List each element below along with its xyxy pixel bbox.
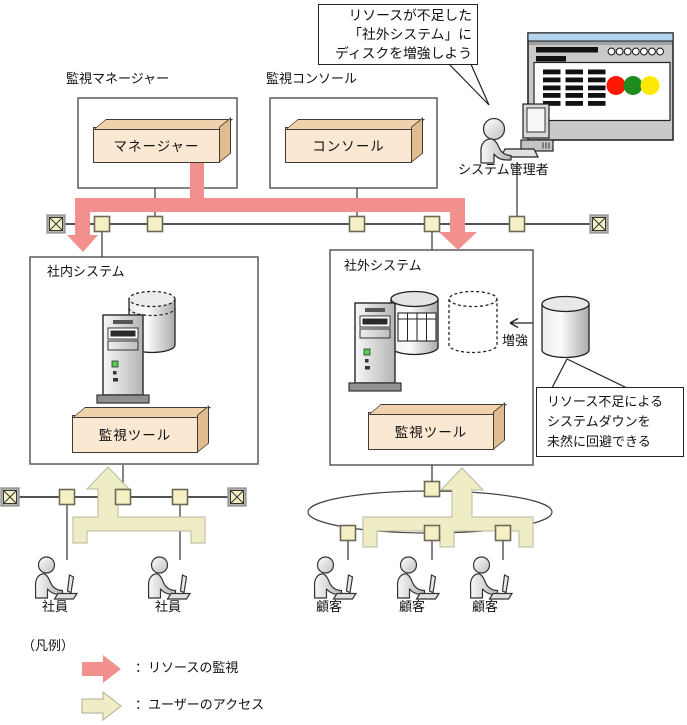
console-box: コンソール [285, 127, 412, 163]
admin-label: システム管理者 [458, 163, 549, 178]
augment-label: 増強 [502, 334, 529, 349]
speech-bubble-tail [445, 61, 490, 106]
customer-icon [469, 556, 513, 600]
legend-item-label: ：リソースの監視 [135, 661, 239, 676]
console-group-label: 監視コンソール [266, 72, 358, 87]
internal-system-label: 社内システム [47, 265, 125, 280]
customer-label: 顧客 [472, 600, 499, 615]
manager-group-box [77, 97, 238, 189]
network-node [423, 480, 441, 498]
callout-pointer [551, 358, 628, 389]
employee-icon [34, 556, 78, 600]
network-node [58, 488, 76, 506]
status-light-green [623, 76, 643, 95]
internal-server-icon [96, 314, 150, 404]
manager-box-label: マネージャー [113, 139, 200, 155]
network-node [146, 215, 164, 233]
speech-bubble: リソースが不足した 「社外システム」に ディスクを増強しよう [318, 4, 478, 65]
speech-bubble-line: ディスクを増強しよう [334, 46, 472, 63]
network-node [494, 524, 512, 542]
callout-line: リソース不足による [547, 395, 663, 410]
customer-label: 顧客 [316, 600, 343, 615]
customer-access-arrow [362, 467, 534, 548]
window-buttons [607, 47, 665, 56]
augment-arrow [509, 317, 533, 329]
callout-line: システムダウンを [547, 414, 651, 430]
window-titlebar [527, 32, 674, 42]
external-server-icon [348, 302, 402, 392]
employee-label: 社員 [155, 600, 182, 615]
network-node [423, 524, 441, 542]
network-node [171, 488, 189, 506]
legend-yellow-arrow-icon [81, 690, 122, 722]
employee-label: 社員 [42, 600, 69, 615]
speech-bubble-line: リソースが不足した [348, 8, 472, 24]
external-system-label: 社外システム [344, 259, 422, 274]
network-node [93, 215, 111, 233]
admin-person-icon [480, 117, 512, 164]
legend-item-label: ：ユーザーのアクセス [135, 698, 265, 713]
external-tool-label: 監視ツール [394, 425, 468, 441]
monitor-window [527, 32, 674, 141]
legend-red-arrow-icon [82, 655, 121, 683]
benefit-callout: リソース不足による システムダウンを 未然に回避できる [536, 387, 684, 457]
network-node [339, 524, 357, 542]
manager-group-label: 監視マネージャー [66, 72, 170, 87]
employee-icon [147, 556, 191, 600]
console-box-label: コンソール [312, 139, 385, 155]
callout-line: 未然に回避できる [547, 434, 651, 450]
network-node [348, 215, 366, 233]
customer-icon [396, 556, 440, 600]
speech-bubble-line: 「社外システム」に [348, 27, 472, 44]
terminator-node [46, 214, 66, 234]
network-node [508, 215, 526, 233]
terminator-node [0, 487, 20, 507]
internal-system-box [29, 256, 259, 465]
manager-box: マネージャー [93, 127, 220, 163]
status-list-bars [543, 69, 606, 106]
network-node [114, 488, 132, 506]
legend-title: （凡例） [22, 639, 75, 654]
customer-icon [313, 556, 357, 600]
planned-disk-dashed-icon [448, 290, 498, 354]
network-node [423, 215, 441, 233]
terminator-node [227, 487, 247, 507]
status-light-yellow [640, 76, 660, 95]
internal-monitoring-tool-box: 監視ツール [72, 415, 198, 453]
resource-monitoring-arrow [67, 158, 477, 252]
additional-disk-icon [541, 295, 590, 359]
external-monitoring-tool-box: 監視ツール [368, 412, 494, 450]
external-disk-full-icon [390, 290, 439, 356]
terminator-node [589, 214, 609, 234]
admin-computer-icon [500, 103, 554, 158]
customer-label: 顧客 [399, 600, 426, 615]
internal-tool-label: 監視ツール [98, 428, 172, 444]
status-light-red [606, 76, 626, 95]
console-group-box [269, 97, 438, 189]
